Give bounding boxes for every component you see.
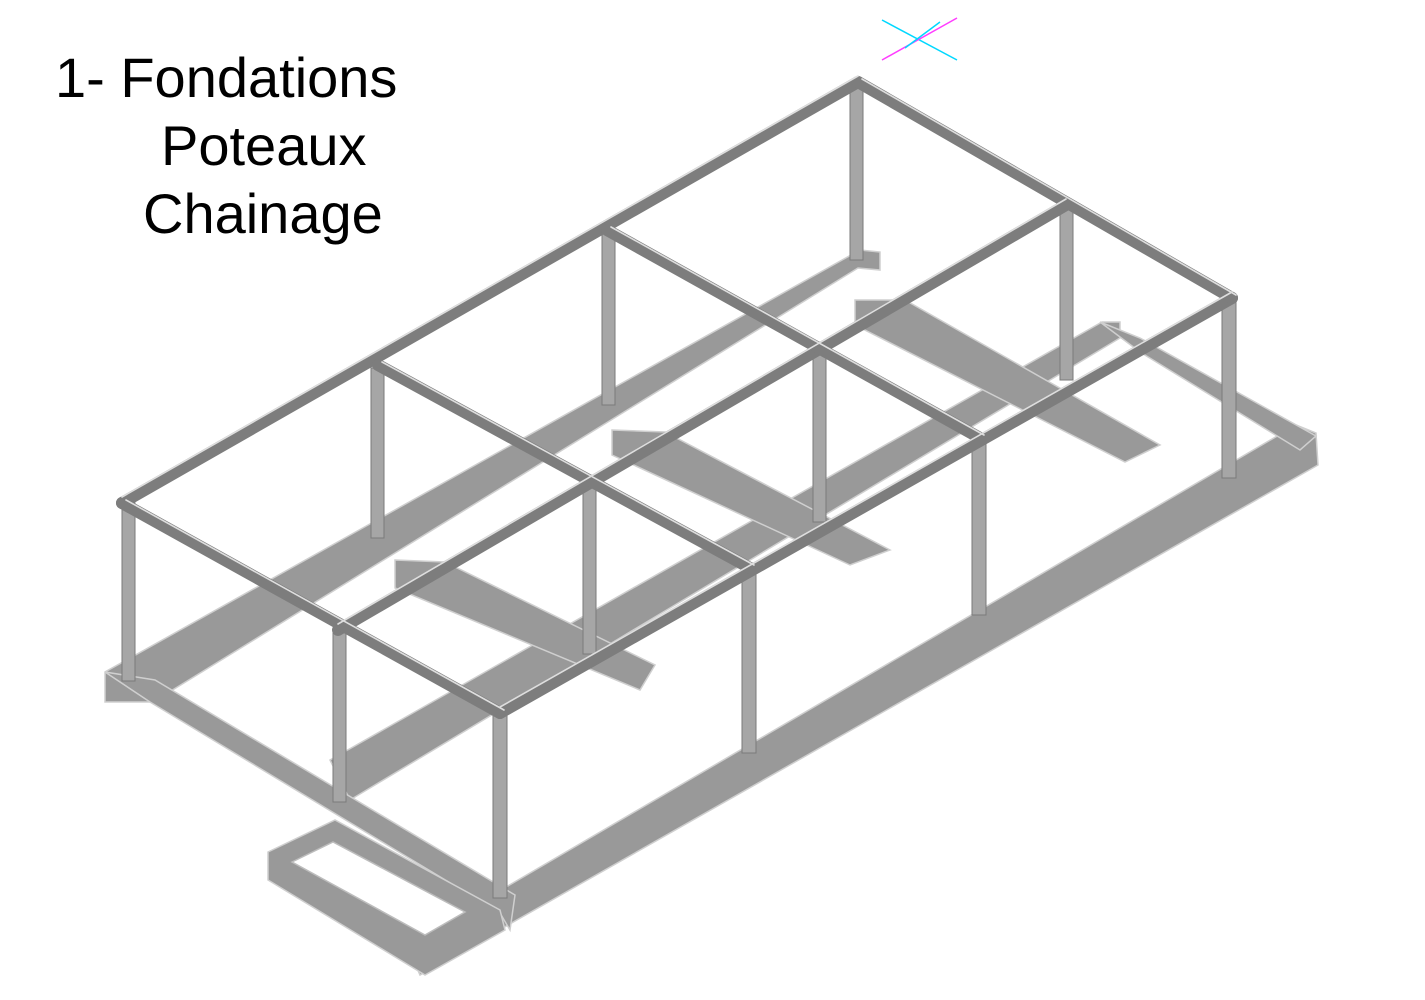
column-front-right <box>1221 299 1237 479</box>
beam-cross-2 <box>372 359 756 574</box>
column-mid-left <box>332 629 347 803</box>
foundation-annex-hole <box>290 841 467 936</box>
ucs-axis-cross-icon <box>881 17 958 61</box>
beam-front-long <box>494 292 1238 719</box>
title-ring-beam: Chainage <box>143 182 383 245</box>
column-back-right <box>849 87 864 261</box>
column-back-left <box>121 502 136 682</box>
columns <box>121 87 1237 899</box>
beam-cross-left <box>116 497 506 719</box>
beam-mid-long <box>332 199 1072 636</box>
foundation-left-cross <box>104 671 516 933</box>
beam-cross-3 <box>601 224 986 444</box>
column-back-2 <box>370 367 385 539</box>
column-mid-3 <box>812 349 827 523</box>
foundation-right-cross <box>1099 321 1318 451</box>
column-mid-right <box>1059 209 1074 381</box>
title-foundations: 1- Fondations <box>55 46 398 109</box>
column-front-2 <box>741 569 757 754</box>
column-back-3 <box>601 232 616 406</box>
column-front-left <box>492 714 508 899</box>
column-mid-2 <box>582 481 597 655</box>
ring-beams <box>116 75 1238 719</box>
column-front-3 <box>971 439 987 616</box>
beam-back-long <box>116 76 864 509</box>
title-columns: Poteaux <box>161 114 367 177</box>
beam-cross-right <box>852 76 1238 304</box>
